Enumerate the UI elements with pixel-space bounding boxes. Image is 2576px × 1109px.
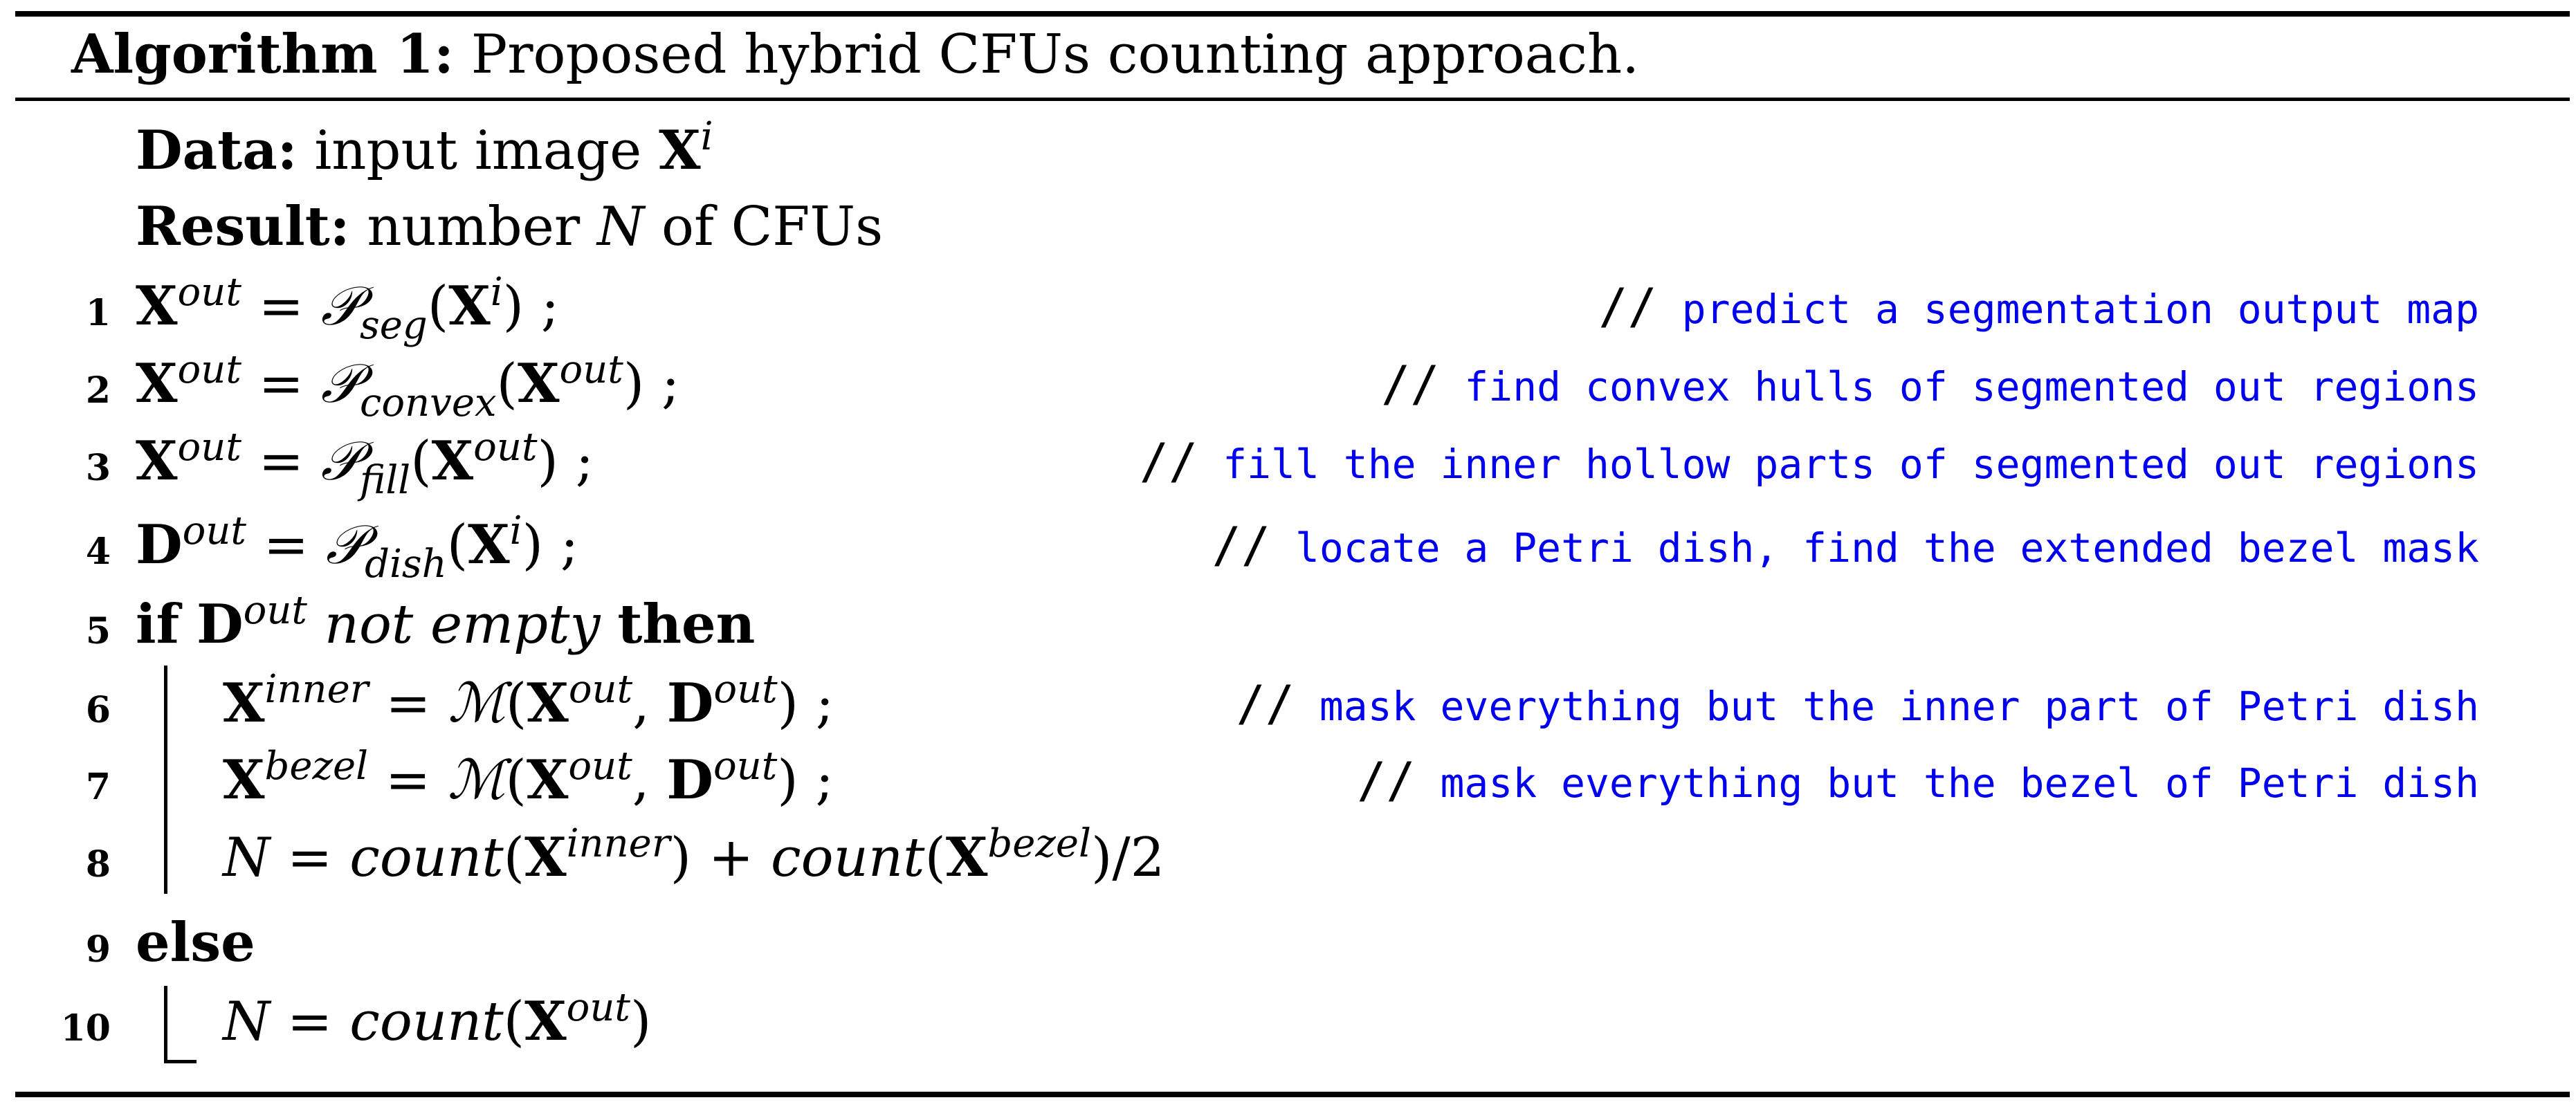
line-number: 2 (85, 369, 111, 412)
if-block-bar (164, 666, 167, 894)
caption-text: Proposed hybrid CFUs counting approach. (453, 24, 1640, 86)
comment-slashes: // (1598, 278, 1657, 335)
algorithm-line-6: 6 Xinner = ℳ(Xout, Dout) ; // mask everyt… (0, 666, 2576, 742)
line-statement: Xinner = ℳ(Xout, Dout) ; (223, 667, 834, 735)
line-statement: else (136, 911, 255, 974)
line-statement: N = count(Xinner) + count(Xbezel)/2 (223, 821, 1165, 890)
line-statement: if Dout not empty then (136, 588, 756, 657)
line-comment: // predict a segmentation output map (1598, 268, 2479, 347)
result-line: Result: number N of CFUs (0, 189, 2576, 265)
algorithm-line-4: 4 Dout = 𝒫dish(Xi) ; // locate a Petri di… (0, 507, 2576, 587)
result-label: Result: (136, 195, 350, 258)
line-comment: // fill the inner hollow parts of segment… (1140, 423, 2479, 502)
comment-slashes: // (1381, 356, 1440, 412)
else-block-foot (164, 1060, 197, 1063)
data-text: input image (297, 120, 659, 182)
line-statement: Xout = 𝒫fill(Xout) ; (136, 425, 594, 503)
algorithm-line-1: 1 Xout = 𝒫seg(Xi) ; // predict a segmenta… (0, 268, 2576, 345)
algorithm-line-8: 8 N = count(Xinner) + count(Xbezel)/2 (0, 820, 2576, 896)
data-label: Data: (136, 119, 298, 182)
top-rule (15, 11, 2570, 17)
line-statement: Dout = 𝒫dish(Xi) ; (136, 508, 579, 587)
algorithm-line-9: 9 else (0, 905, 2576, 981)
comment-text: locate a Petri dish, find the extended b… (1295, 524, 2479, 571)
result-text-1: number (349, 196, 597, 258)
comment-slashes: // (1357, 752, 1416, 809)
data-line: Data: input image Xi (0, 113, 2576, 189)
algorithm-line-10: 10 N = count(Xout) (0, 984, 2576, 1060)
line-number: 4 (85, 531, 111, 573)
result-statement: Result: number N of CFUs (136, 189, 883, 265)
result-text-2: of CFUs (644, 196, 884, 258)
line-statement: Xout = 𝒫convex(Xout) ; (136, 347, 680, 425)
comment-text: predict a segmentation output map (1681, 286, 2479, 333)
line-number: 5 (85, 610, 111, 652)
line-comment: // mask everything but the inner part of … (1236, 666, 2479, 744)
comment-slashes: // (1212, 517, 1270, 574)
input-var: X (659, 119, 701, 182)
comment-text: mask everything but the inner part of Pe… (1319, 683, 2479, 730)
comment-text: mask everything but the bezel of Petri d… (1440, 760, 2479, 807)
line-number: 9 (85, 928, 111, 971)
bottom-rule (15, 1092, 2570, 1097)
line-number: 10 (60, 1007, 111, 1050)
line-statement: Xout = 𝒫seg(Xi) ; (136, 270, 560, 348)
line-comment: // mask everything but the bezel of Petri… (1357, 742, 2479, 821)
line-number: 7 (85, 766, 111, 808)
comment-slashes: // (1139, 433, 1198, 490)
algorithm-line-3: 3 Xout = 𝒫fill(Xout) ; // fill the inner … (0, 423, 2576, 503)
comment-text: fill the inner hollow parts of segmented… (1223, 441, 2479, 488)
line-comment: // find convex hulls of segmented out reg… (1381, 346, 2479, 425)
algorithm-caption: Algorithm 1: Proposed hybrid CFUs counti… (71, 10, 1639, 100)
algorithm-line-5: 5 if Dout not empty then (0, 587, 2576, 663)
caption-label: Algorithm 1: (71, 23, 454, 86)
line-statement: Xbezel = ℳ(Xout, Dout) ; (223, 744, 834, 812)
comment-slashes: // (1236, 675, 1295, 732)
line-comment: // locate a Petri dish, find the extended… (1212, 507, 2479, 586)
line-statement: N = count(Xout) (223, 985, 652, 1054)
algorithm-line-2: 2 Xout = 𝒫convex(Xout) ; // find convex h… (0, 346, 2576, 425)
algorithm-line-7: 7 Xbezel = ℳ(Xout, Dout) ; // mask everyt… (0, 742, 2576, 818)
line-number: 1 (85, 292, 111, 334)
input-sup: i (700, 114, 713, 159)
comment-text: find convex hulls of segmented out regio… (1464, 363, 2479, 410)
caption-rule (15, 98, 2570, 101)
else-block-bar (164, 986, 167, 1063)
line-number: 3 (85, 447, 111, 489)
line-number: 6 (85, 689, 111, 731)
data-statement: Data: input image Xi (136, 113, 713, 189)
result-var: N (596, 196, 645, 258)
line-number: 8 (85, 843, 111, 886)
